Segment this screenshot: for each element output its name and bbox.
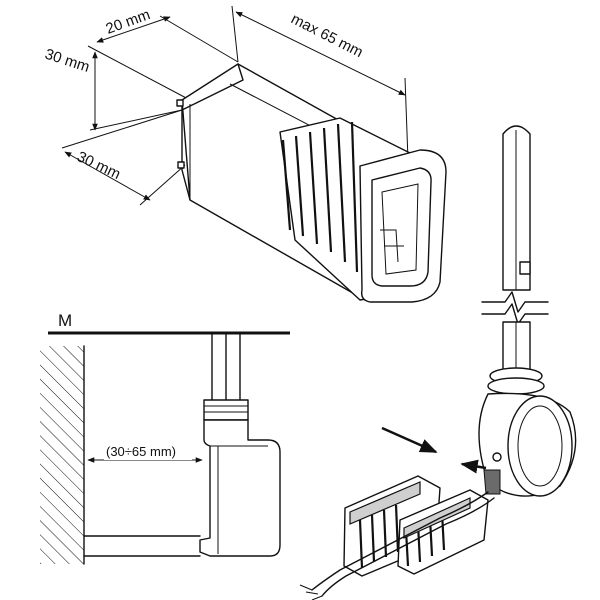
extension-line [404,77,409,161]
dimension-arrow-width [96,16,171,43]
extension-line [87,45,191,101]
wall-mounting-view: M (30÷65 mm) [40,311,290,565]
wall-mark-label: M [58,311,72,330]
wall-hatch [40,346,84,564]
width-top-label: 20 mm [104,6,153,38]
housing-dimension-view: 20 mm max 65 mm 30 mm 30 mm [43,5,447,303]
controller-body [199,419,281,557]
power-cable [311,491,489,591]
thread-nut [203,399,249,421]
extension-line [89,109,183,131]
extension-line [159,15,239,63]
assembly-arrow-left [381,426,438,454]
dimension-arrow-depth [64,151,151,201]
assembly-arrow-right [460,459,487,474]
depth-bottom-label: 30 mm [74,148,123,183]
gap-range-label: (30÷65 mm) [106,444,176,459]
break-symbol-bottom [481,303,549,325]
max-length-label: max 65 mm [288,10,366,61]
break-symbol-top [481,291,549,313]
heater-assembly-view [299,125,577,600]
controller-led-icon [492,452,502,462]
height-left-label: 30 mm [43,46,92,76]
extension-line [139,164,186,206]
housing-front-frame [359,149,447,303]
extension-line [61,109,183,149]
dimension-arrow-length [235,11,406,96]
extension-line [231,5,239,63]
